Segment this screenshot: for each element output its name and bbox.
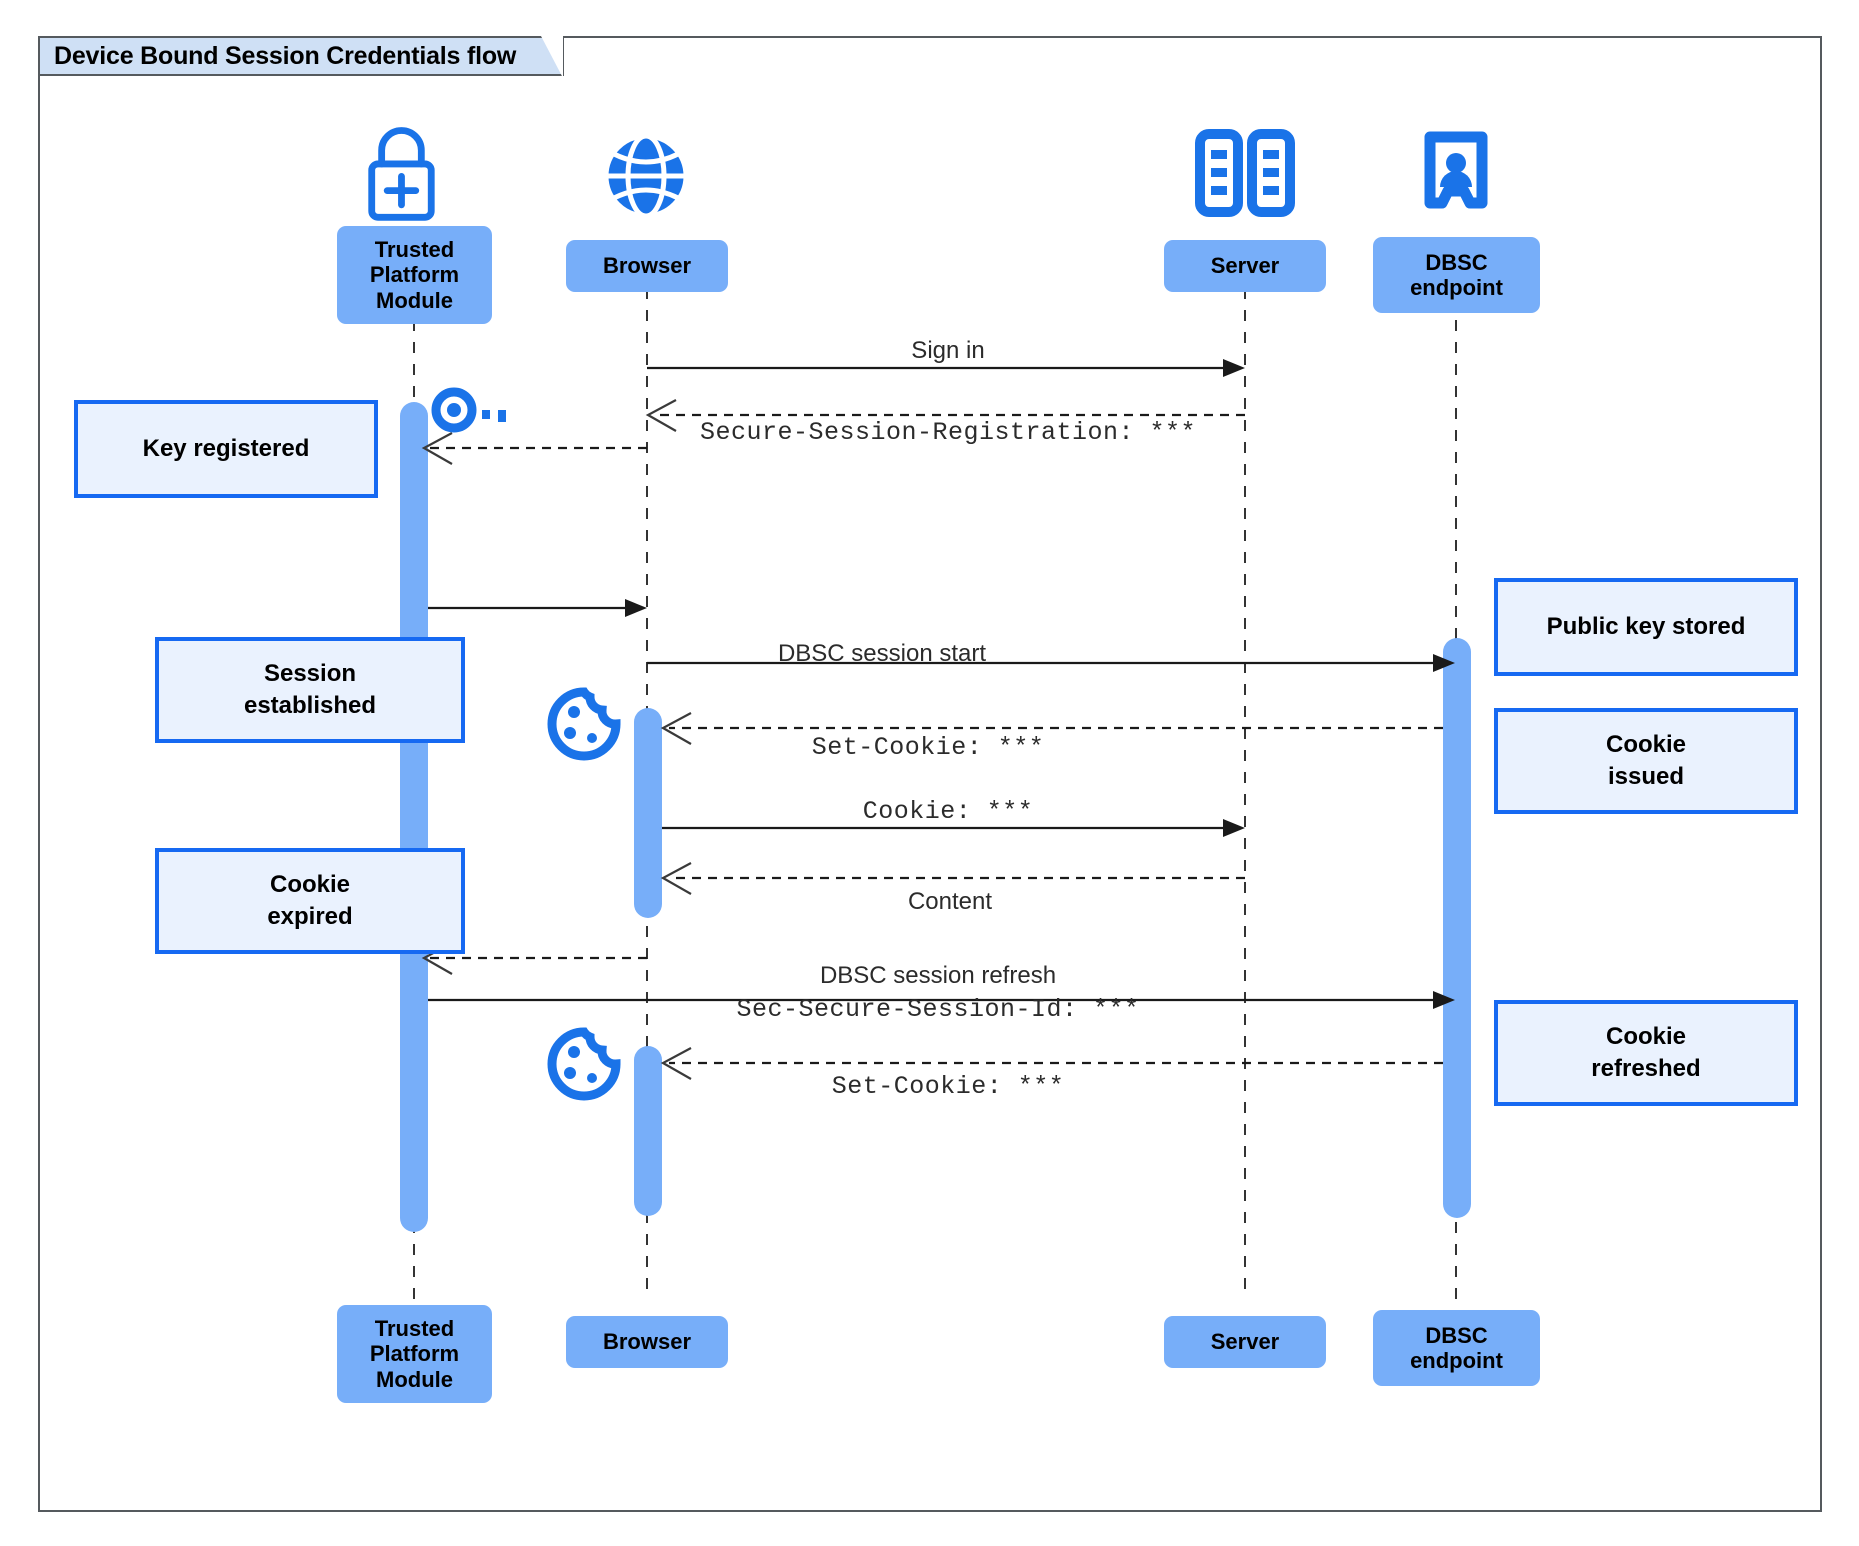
participant-server-top[interactable]: Server — [1164, 240, 1326, 292]
participant-browser-bottom[interactable]: Browser — [566, 1316, 728, 1368]
message-label-set-cookie-1: Set-Cookie: *** — [811, 733, 1045, 762]
note-key-registered: Key registered — [74, 400, 378, 498]
participant-browser-top[interactable]: Browser — [566, 240, 728, 292]
message-label-cookie: Cookie: *** — [862, 797, 1034, 826]
message-label-dbsc-session-start: DBSC session start — [777, 640, 987, 667]
message-label-secure-session-registration: Secure-Session-Registration: *** — [699, 418, 1197, 447]
message-label-sign-in: Sign in — [911, 337, 985, 364]
message-label-sec-secure-session-id: Sec-Secure-Session-Id: *** — [736, 995, 1140, 1024]
message-label-content: Content — [907, 888, 993, 915]
participant-server-bottom[interactable]: Server — [1164, 1316, 1326, 1368]
message-label-dbsc-session-refresh: DBSC session refresh — [819, 962, 1057, 989]
message-label-set-cookie-2: Set-Cookie: *** — [831, 1072, 1065, 1101]
diagram-title: Device Bound Session Credentials flow — [38, 36, 565, 78]
note-public-key-stored: Public key stored — [1494, 578, 1798, 676]
